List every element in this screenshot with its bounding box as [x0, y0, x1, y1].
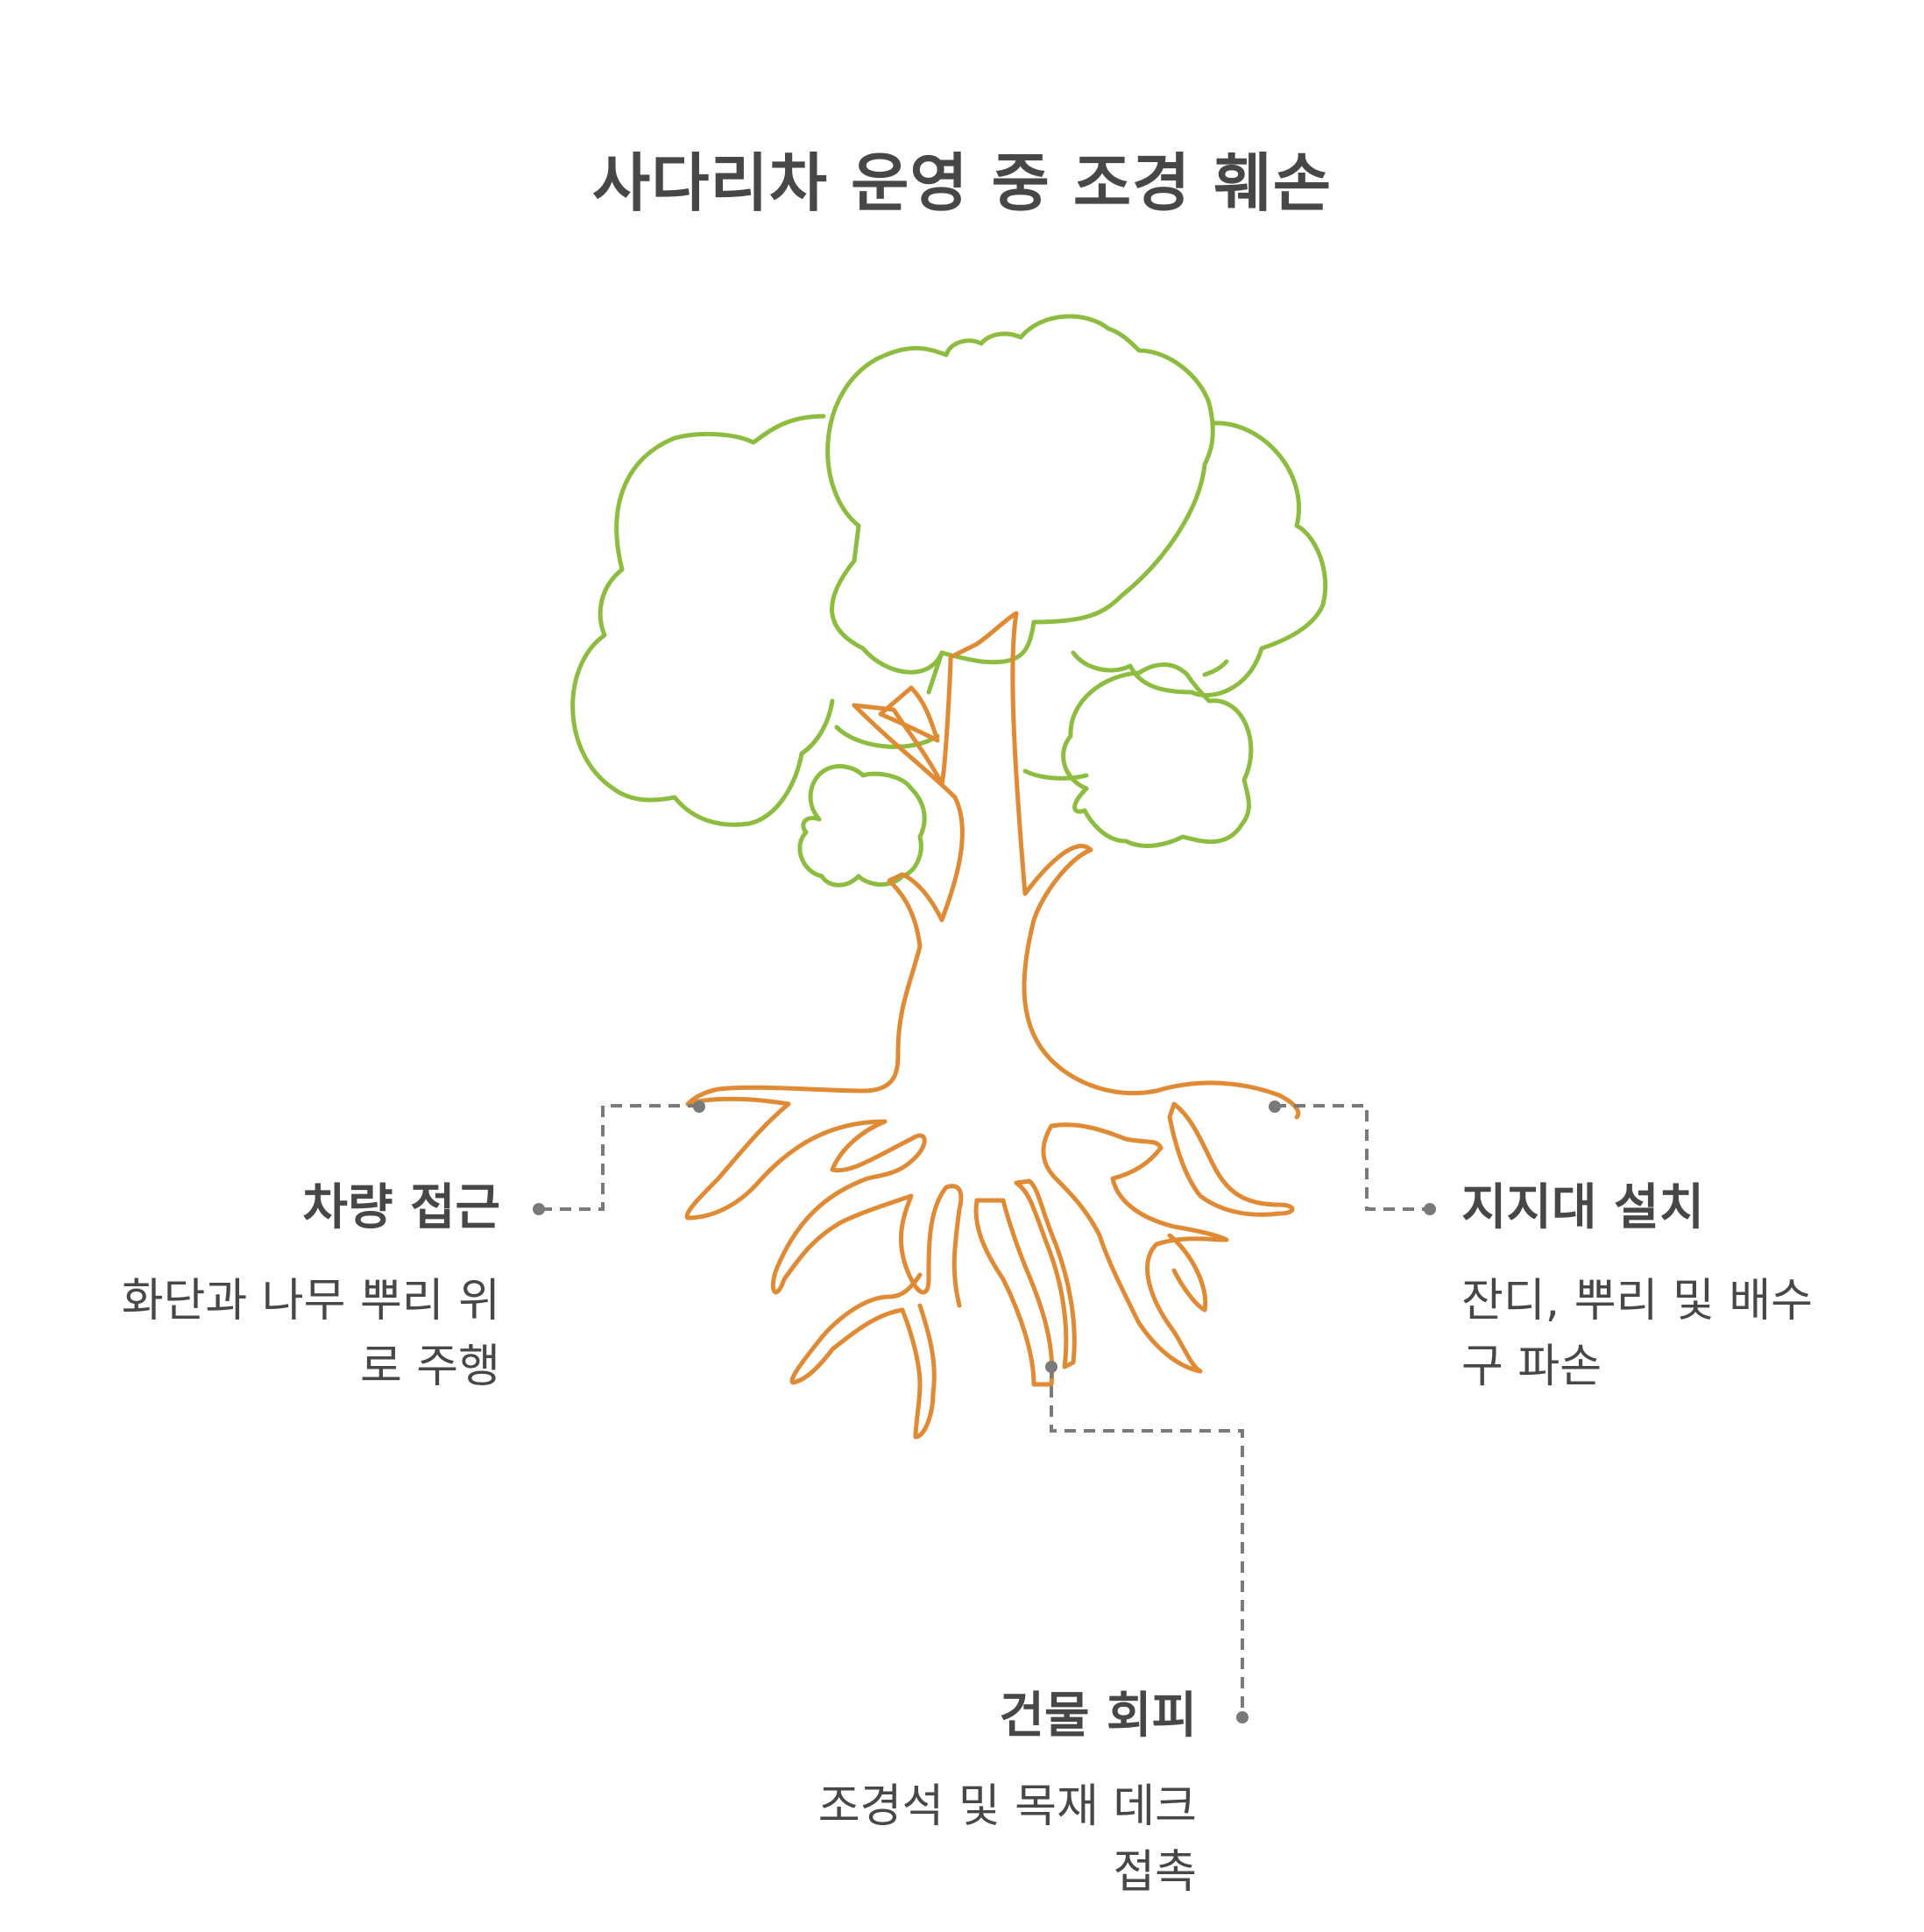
canopy-cloud-left [570, 414, 835, 827]
support-install-desc-line2: 구 파손 [1461, 1341, 1602, 1394]
building-avoid-description: 조경석 및 목재 데크 접촉 [706, 1774, 1197, 1907]
vehicle-access-heading: 차량 접근 [302, 1179, 500, 1236]
canopy-cloud-left-lower [797, 764, 927, 888]
building-avoid-heading: 건물 회피 [999, 1688, 1197, 1744]
support-install-desc-line1: 잔디, 뿌리 및 배수 [1461, 1275, 1813, 1327]
connector-lines [539, 1104, 1428, 1717]
trunk-and-roots [684, 611, 1301, 1440]
trunk-outline [852, 611, 1301, 1120]
root-left-1 [684, 1096, 964, 1308]
canopy-cloud-right [1071, 421, 1328, 697]
dot-building-label [1236, 1711, 1248, 1723]
root-right-2 [1167, 1101, 1295, 1217]
connector-dots [533, 1100, 1436, 1723]
dot-support-root [1269, 1100, 1281, 1113]
connector-building [1050, 1367, 1244, 1717]
vehicle-access-desc-line2: 로 주행 [359, 1341, 500, 1394]
dot-support-label [1424, 1203, 1436, 1215]
root-center-1 [973, 1198, 1055, 1387]
dot-vehicle-label [533, 1203, 545, 1215]
building-avoid-desc-line1: 조경석 및 목재 데크 [817, 1780, 1197, 1833]
dot-vehicle-root [693, 1100, 705, 1113]
vehicle-access-desc-line1: 화단과 나무 뿌리 위 [121, 1275, 500, 1327]
root-left-2 [789, 1272, 937, 1440]
root-center-2 [1014, 1178, 1077, 1369]
connector-vehicle [539, 1104, 699, 1211]
canopy-outline [570, 314, 1328, 888]
connector-support [1275, 1104, 1428, 1211]
support-install-description: 잔디, 뿌리 및 배수 구 파손 [1461, 1269, 1917, 1401]
dot-building-root [1045, 1361, 1057, 1373]
canopy-cloud-right-lower [1061, 662, 1254, 848]
building-avoid-desc-line2: 접촉 [1113, 1846, 1197, 1900]
root-right-1 [1041, 1122, 1229, 1374]
support-install-heading: 지지대 설치 [1461, 1179, 1705, 1236]
canopy-cloud-top [825, 314, 1215, 675]
diagram-title: 사다리차 운영 중 조경 훼손 [592, 146, 1332, 220]
vehicle-access-description: 화단과 나무 뿌리 위 로 주행 [10, 1269, 500, 1401]
